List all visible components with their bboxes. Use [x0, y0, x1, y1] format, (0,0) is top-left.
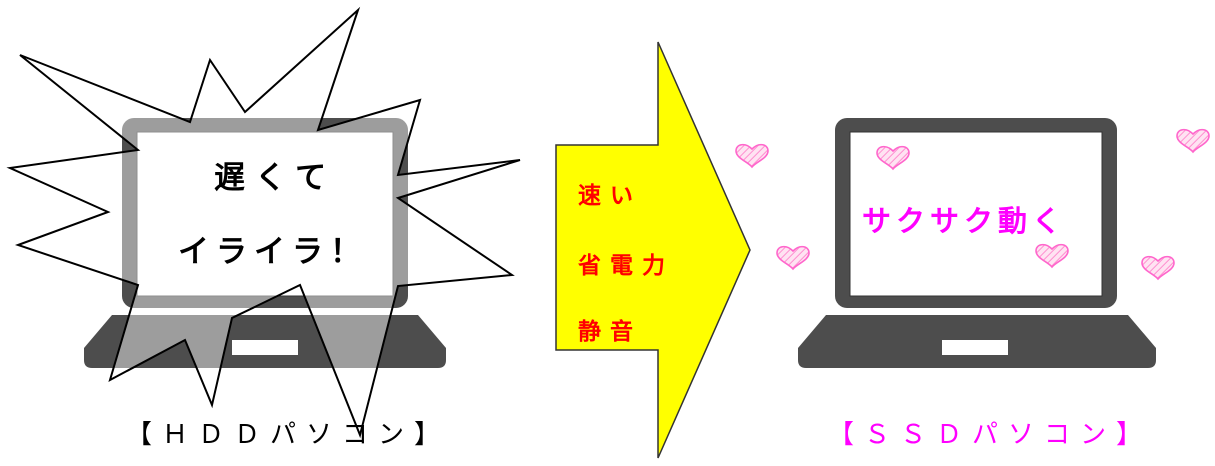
frustration-burst: [6, 6, 521, 439]
arrow-item-power-saving: 省電力: [578, 253, 674, 279]
ssd-screen-text: サクサク動く: [862, 204, 1067, 238]
heart-icon: [735, 143, 769, 168]
ssd-laptop: [798, 118, 1156, 368]
heart-icon: [776, 245, 810, 270]
improvement-arrow: [555, 41, 751, 459]
heart-icon: [1176, 128, 1210, 153]
ssd-caption: 【ＳＳＤパソコン】: [828, 420, 1153, 450]
hdd-screen-text-line1: 遅くて: [214, 160, 337, 196]
hdd-laptop: [84, 118, 446, 368]
hdd-laptop-screen: [136, 131, 394, 297]
heart-icon: [1141, 255, 1175, 280]
hdd-caption: 【ＨＤＤパソコン】: [126, 420, 451, 450]
ssd-laptop-trackpad: [942, 340, 1008, 355]
arrow-item-fast: 速い: [578, 183, 642, 209]
hdd-screen-text-line2: イライラ！: [178, 234, 368, 270]
hdd-laptop-trackpad: [232, 340, 298, 355]
arrow-item-quiet: 静音: [578, 319, 642, 345]
